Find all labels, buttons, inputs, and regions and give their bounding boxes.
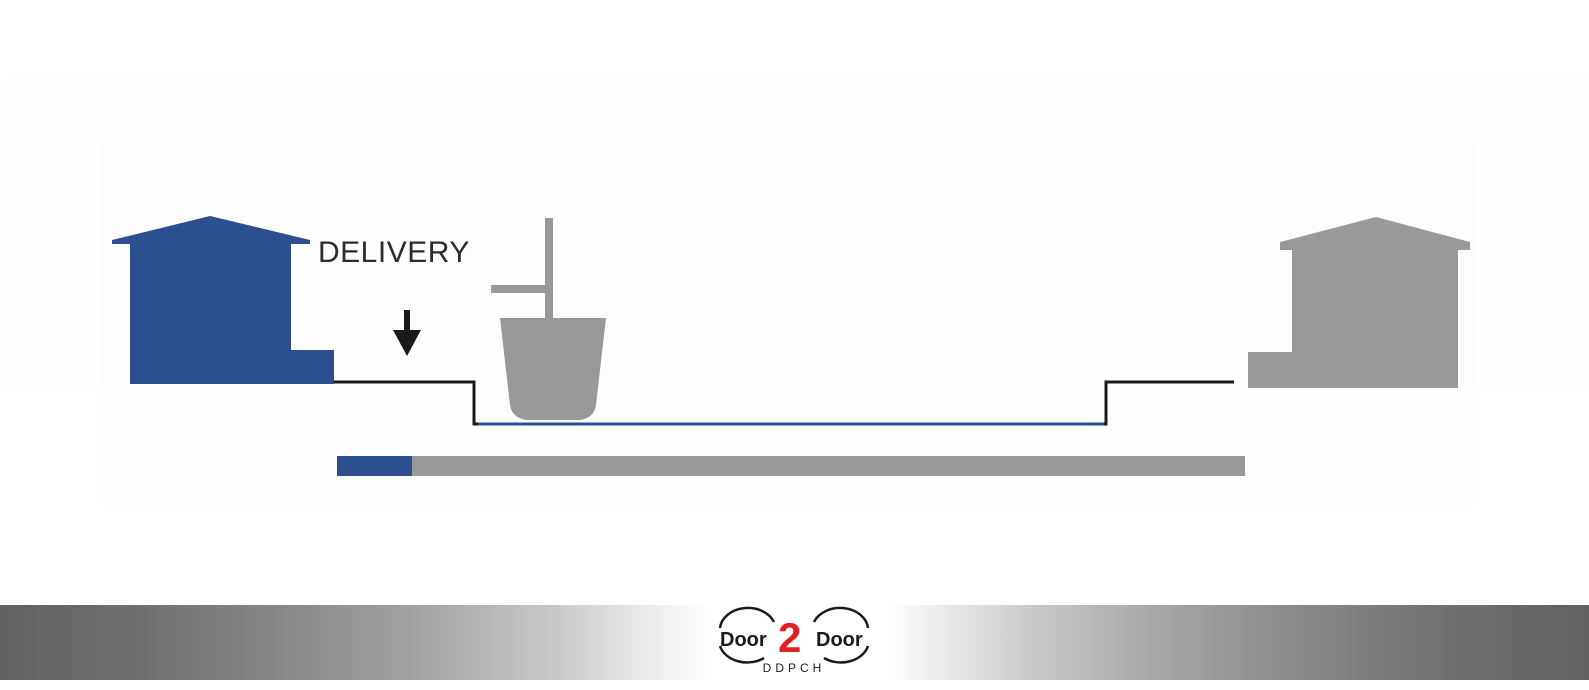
logo-numeral: 2 — [778, 614, 801, 661]
delivery-progress-bar — [337, 456, 1245, 476]
bucket-plunger-icon — [491, 218, 606, 420]
route-path — [334, 380, 1234, 426]
door2door-logo: Door 2 Door DDPCH — [714, 606, 874, 681]
logo-word-left: Door — [720, 629, 767, 651]
down-arrow-icon — [393, 310, 421, 356]
logo-right-arc-bottom — [823, 645, 870, 664]
destination-house-icon — [1248, 217, 1470, 388]
logo-subtitle: DDPCH — [763, 661, 826, 675]
progress-track — [337, 456, 1245, 476]
logo-left-arc-top — [718, 606, 776, 629]
footer-gradient-bar — [0, 605, 1589, 680]
logo-word-right: Door — [816, 629, 863, 651]
logo-left-arc-bottom — [718, 645, 765, 664]
diagram-inner-panel — [98, 140, 1478, 505]
logo-right-arc-top — [812, 606, 870, 629]
origin-house-icon — [112, 216, 334, 384]
progress-fill — [337, 456, 412, 476]
delivery-diagram — [112, 216, 1470, 476]
delivery-label: DELIVERY — [318, 236, 470, 269]
